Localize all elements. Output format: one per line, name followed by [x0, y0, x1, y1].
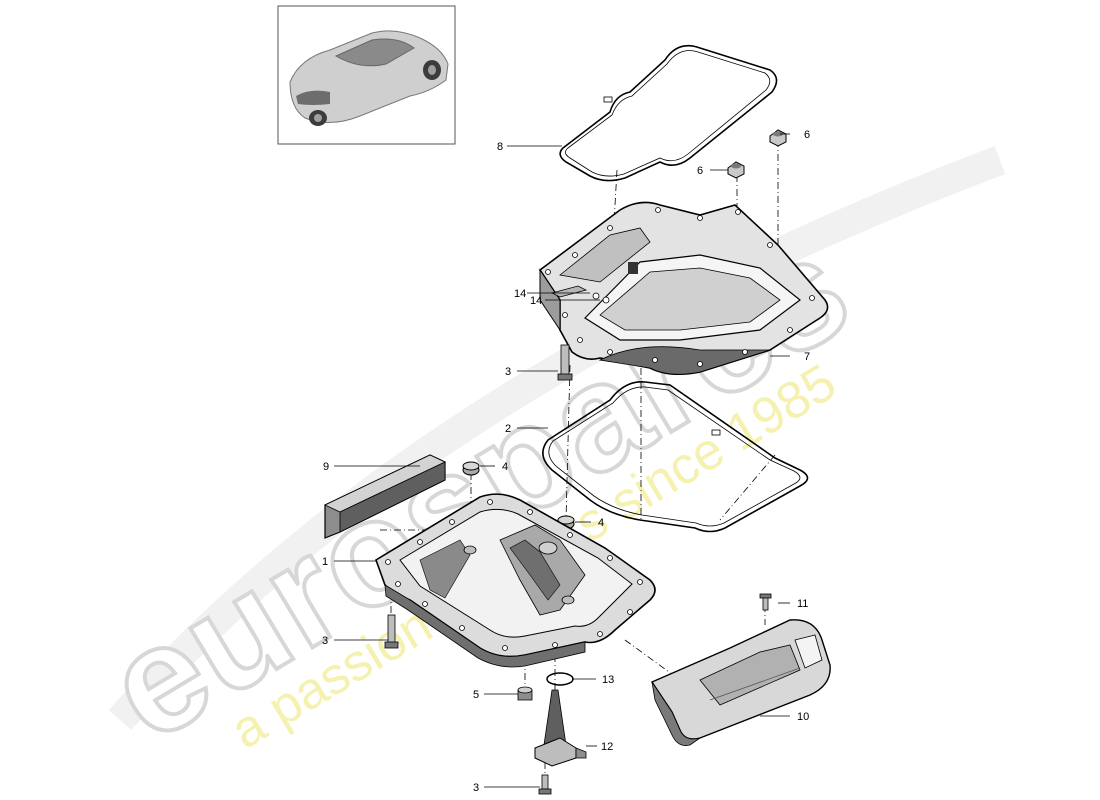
part-3-bolt-bottom [538, 774, 552, 795]
part-5-drain-plug [517, 686, 533, 701]
callout-14-upper: 14 [514, 288, 526, 300]
part-10-shield [650, 619, 831, 746]
callout-3-upper: 3 [505, 366, 511, 378]
callout-10: 10 [797, 711, 809, 723]
callout-6-left: 6 [697, 165, 703, 177]
callout-5: 5 [473, 689, 479, 701]
part-3-bolt-upper [557, 344, 573, 381]
callout-3-bottom: 3 [473, 782, 479, 794]
watermark: eurospares a passion for parts since 198… [78, 145, 1006, 774]
part-13-o-ring [546, 672, 574, 686]
part-3-bolt-left [384, 614, 399, 649]
part-11-screw [759, 593, 772, 611]
car-icon [289, 30, 449, 126]
callout-14-lower: 14 [530, 295, 542, 307]
vehicle-thumbnail [277, 5, 456, 145]
callout-6-right: 6 [804, 129, 810, 141]
leader-lines [334, 133, 790, 788]
part-12-sensor [534, 689, 587, 767]
part-8-gasket-upper [559, 44, 778, 182]
bolt-holes [385, 499, 643, 651]
callout-1: 1 [322, 556, 328, 568]
callout-11: 11 [797, 598, 808, 610]
part-6-cap-a [769, 129, 787, 147]
callout-3-left: 3 [322, 635, 328, 647]
callout-labels: 8 6 6 14 14 7 3 2 9 4 4 1 3 11 13 5 10 1… [322, 129, 810, 794]
part-14-spacers [550, 285, 610, 304]
callout-4-upper: 4 [502, 461, 508, 473]
callout-12: 12 [601, 741, 613, 753]
callout-4-lower: 4 [598, 517, 604, 529]
callout-7: 7 [804, 351, 810, 363]
part-9-baffle [324, 454, 446, 539]
part-2-gasket-lower [542, 381, 809, 533]
callout-13: 13 [602, 674, 614, 686]
callout-8: 8 [497, 141, 503, 153]
callout-9: 9 [323, 461, 329, 473]
part-4-plug-a [462, 461, 480, 476]
part-1-lower-oil-pan [375, 493, 656, 668]
part-7-upper-oil-pan [538, 201, 829, 376]
part-6-cap-b [727, 161, 745, 179]
callout-2: 2 [505, 423, 511, 435]
bolt-holes [545, 207, 815, 367]
